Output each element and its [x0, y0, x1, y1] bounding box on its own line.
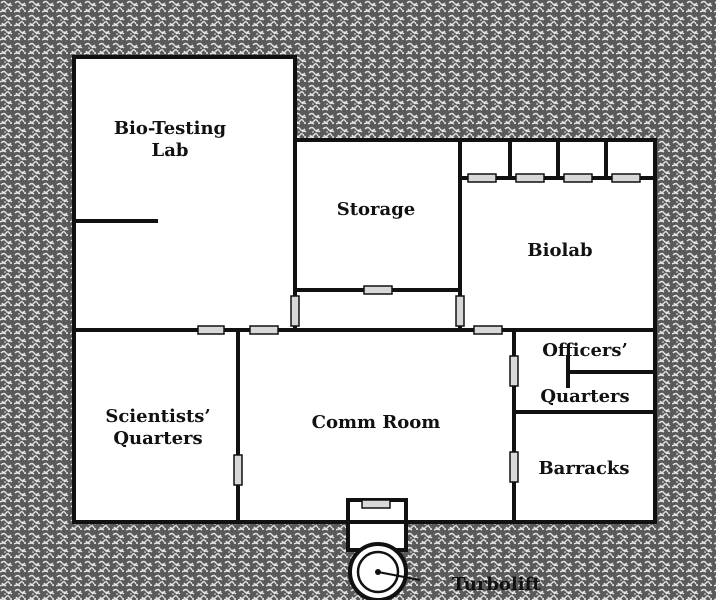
biolab-label: Biolab: [500, 240, 620, 262]
barracks-label: Barracks: [524, 458, 644, 480]
door[interactable]: [197, 325, 225, 335]
label-line: Quarters: [540, 386, 630, 407]
door[interactable]: [509, 451, 519, 483]
label-line: Barracks: [538, 458, 630, 479]
turbolift-label: Turbolift: [452, 574, 562, 596]
door[interactable]: [563, 173, 593, 183]
label-line: Comm Room: [311, 412, 441, 433]
door[interactable]: [233, 454, 243, 486]
outer-wall: [72, 55, 657, 524]
door[interactable]: [611, 173, 641, 183]
label-line: Bio-Testing: [113, 118, 227, 139]
door[interactable]: [467, 173, 497, 183]
door[interactable]: [515, 173, 545, 183]
door[interactable]: [363, 285, 393, 295]
officers-quarters-label: Officers’: [530, 340, 640, 362]
label-line: Officers’: [542, 340, 628, 361]
comm-room-label: Comm Room: [306, 412, 446, 434]
label-line: Quarters: [113, 428, 203, 449]
label-line: Scientists’: [105, 406, 211, 427]
officers-quarters-label-2: Quarters: [530, 386, 640, 408]
label-line: Turbolift: [452, 574, 541, 595]
label-line: Lab: [151, 140, 189, 161]
label-line: Storage: [336, 199, 416, 220]
door[interactable]: [361, 499, 391, 509]
door[interactable]: [473, 325, 503, 335]
door[interactable]: [509, 355, 519, 387]
bio-testing-lab-label: Bio-Testing Lab: [108, 118, 232, 162]
door[interactable]: [455, 295, 465, 327]
scientists-quarters-label: Scientists’ Quarters: [92, 406, 224, 450]
door[interactable]: [290, 295, 300, 327]
doors: [197, 173, 641, 509]
turbolift-pad[interactable]: [348, 542, 421, 600]
label-line: Biolab: [527, 240, 593, 261]
door[interactable]: [249, 325, 279, 335]
storage-label: Storage: [316, 199, 436, 221]
